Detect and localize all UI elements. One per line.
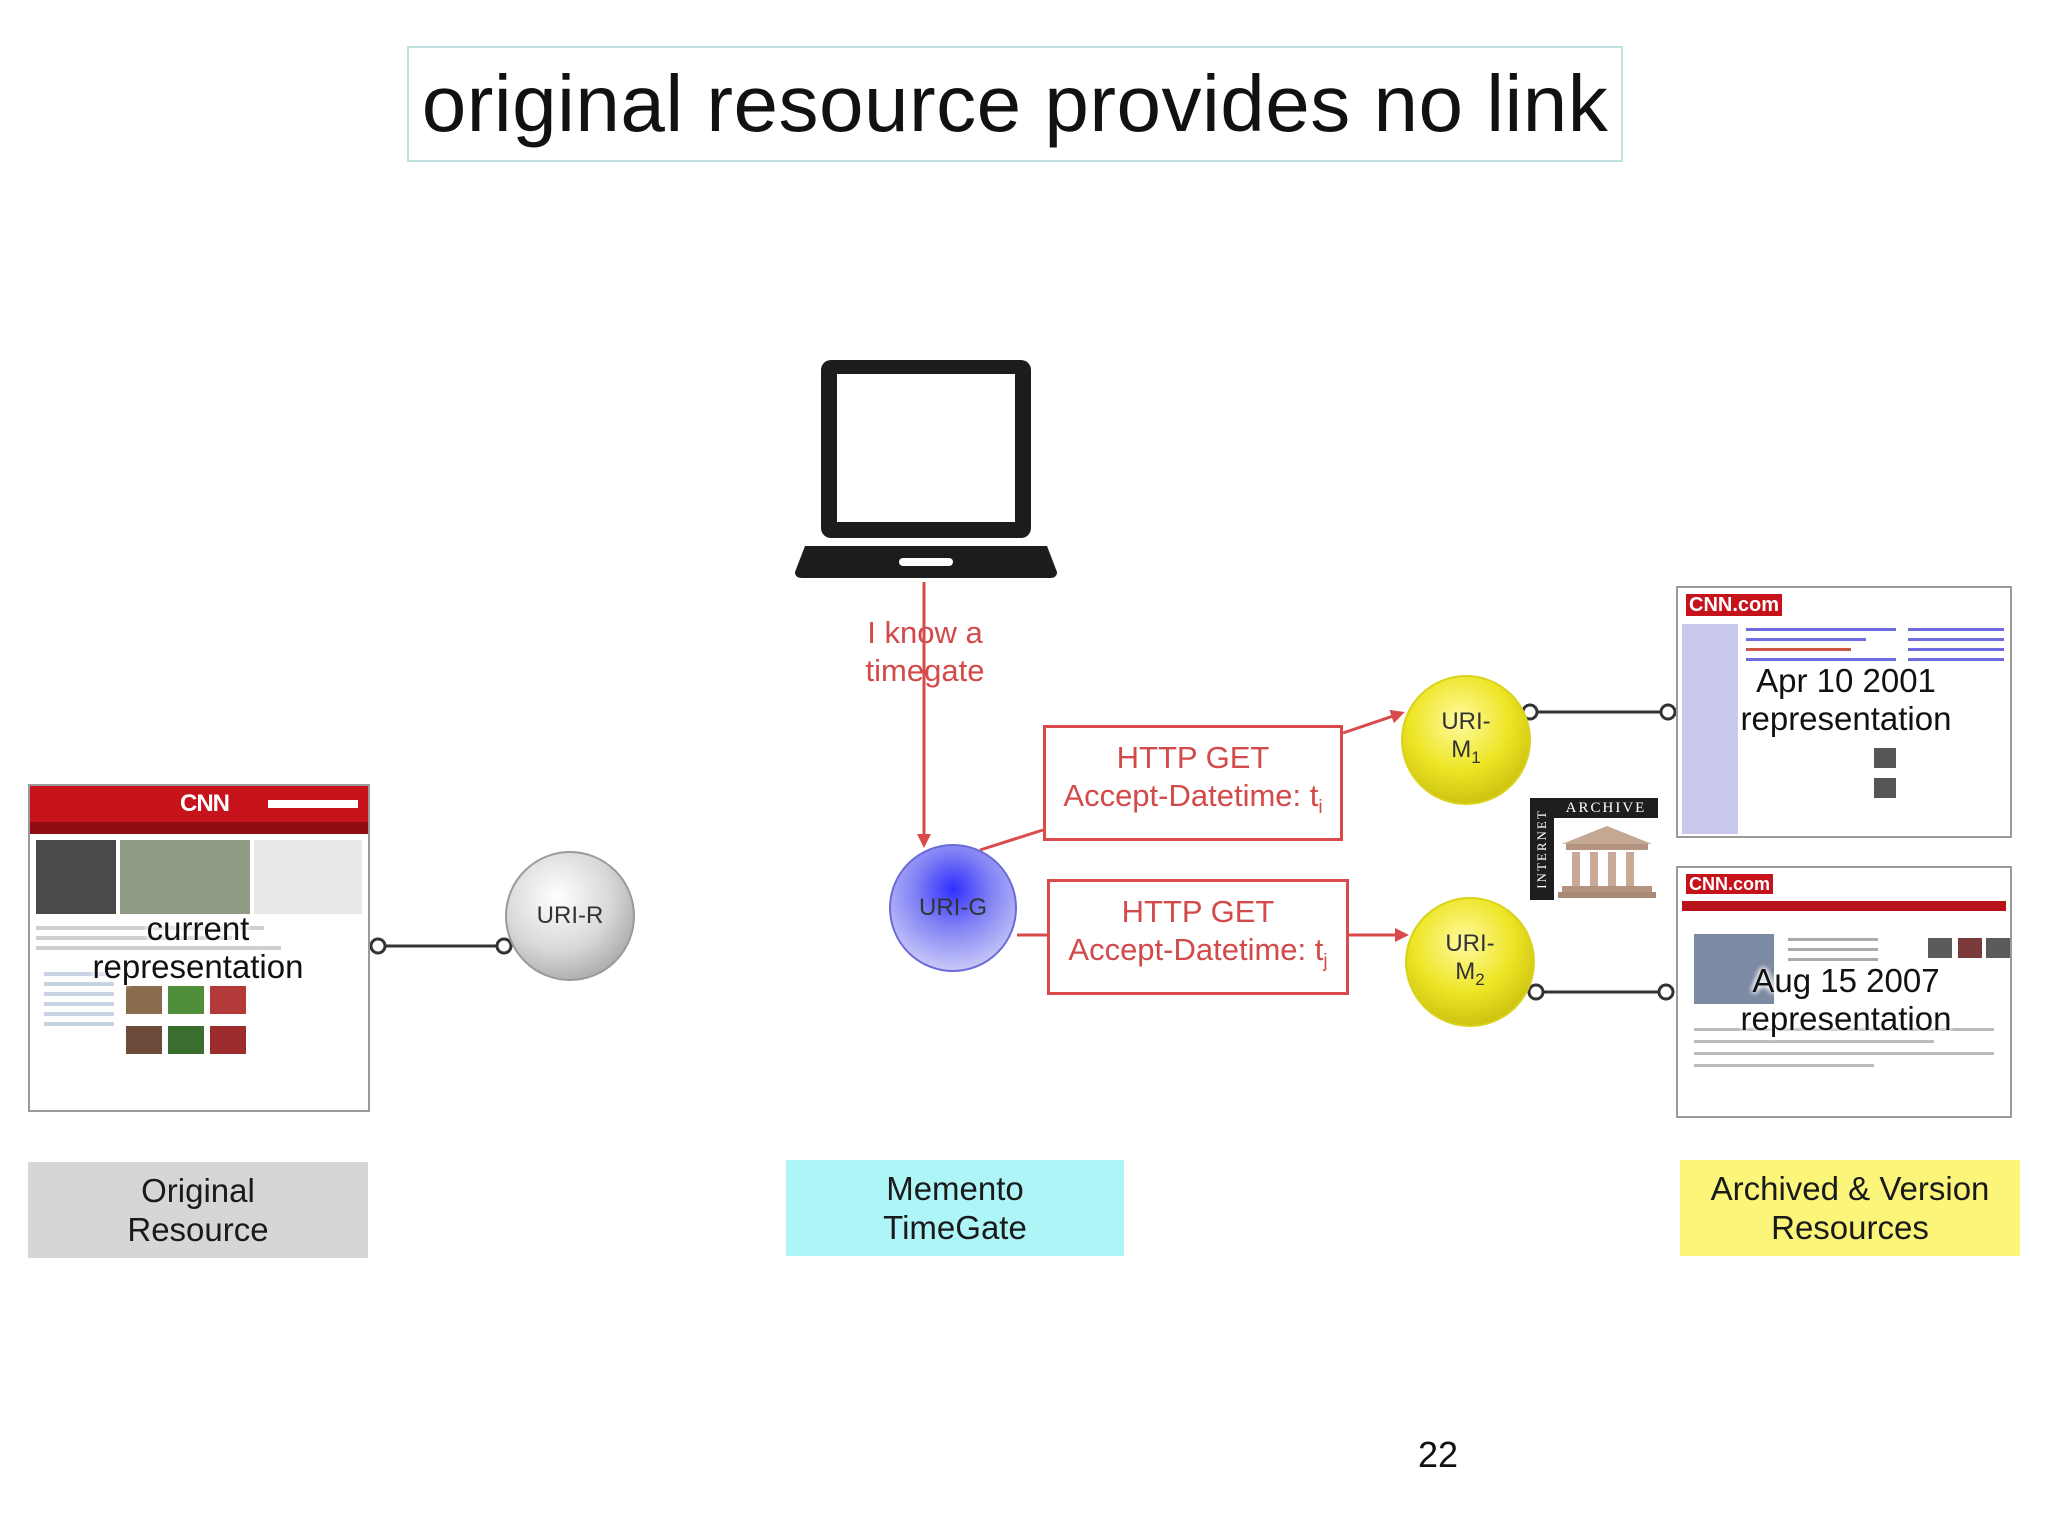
- archive-logo-vertical-text: INTERNET: [1534, 809, 1550, 889]
- memento-timegate-label: Memento TimeGate: [786, 1160, 1124, 1256]
- uri-r-label: URI-R: [536, 902, 604, 929]
- page-number: 22: [1418, 1434, 1459, 1475]
- original-resource-label: Original Resource: [28, 1162, 368, 1258]
- m2-thumb-link-end: [1657, 983, 1675, 1001]
- memento-2-thumbnail: CNN.com: [1676, 866, 2012, 1118]
- http-get-request-1: HTTP GET Accept-Datetime: ti: [1043, 725, 1343, 841]
- m2-link-end: [1527, 983, 1545, 1001]
- client-annotation: I know a timegate: [865, 615, 985, 688]
- cnn-logo: CNN: [180, 790, 230, 817]
- uri-m1-label: URI- M1: [1441, 708, 1491, 767]
- http-get-request-2: HTTP GET Accept-Datetime: tj: [1047, 879, 1349, 995]
- cnn-header-bar: CNN: [30, 786, 368, 822]
- memento-1-caption: Apr 10 2001 representation: [1740, 662, 1952, 737]
- uri-g-label: URI-G: [919, 894, 987, 921]
- archived-version-resources-label: Archived & Version Resources: [1680, 1160, 2020, 1256]
- uri-g-circle: [889, 844, 1017, 972]
- memento-1-thumbnail: CNN.com: [1676, 586, 2012, 838]
- uri-m2-circle: [1405, 897, 1535, 1027]
- uri-r-link-end: [495, 937, 513, 955]
- archive-logo-horizontal-text: ARCHIVE: [1554, 798, 1658, 818]
- timegate-to-request1-line: [979, 828, 1044, 852]
- internet-archive-logo: INTERNET ARCHIVE: [1530, 798, 1658, 900]
- memento-2-logo: CNN.com: [1678, 868, 2010, 901]
- uri-r-circle: [505, 851, 635, 981]
- original-resource-thumbnail: CNN: [28, 784, 370, 1112]
- original-thumbnail-caption: current representation: [92, 910, 304, 985]
- laptop-icon: [795, 360, 1057, 578]
- memento-2-caption: Aug 15 2007 representation: [1740, 962, 1952, 1037]
- slide-title-box: original resource provides no link: [407, 46, 1623, 162]
- m1-thumb-link-end: [1659, 703, 1677, 721]
- uri-m2-label: URI- M2: [1445, 930, 1495, 989]
- memento-1-logo: CNN.com: [1678, 588, 2010, 623]
- uri-m1-circle: [1401, 675, 1531, 805]
- temple-icon: [1558, 826, 1656, 898]
- slide-title: original resource provides no link: [421, 59, 1609, 148]
- original-link-end: [369, 937, 387, 955]
- request1-to-m1-arrow: [1342, 709, 1405, 735]
